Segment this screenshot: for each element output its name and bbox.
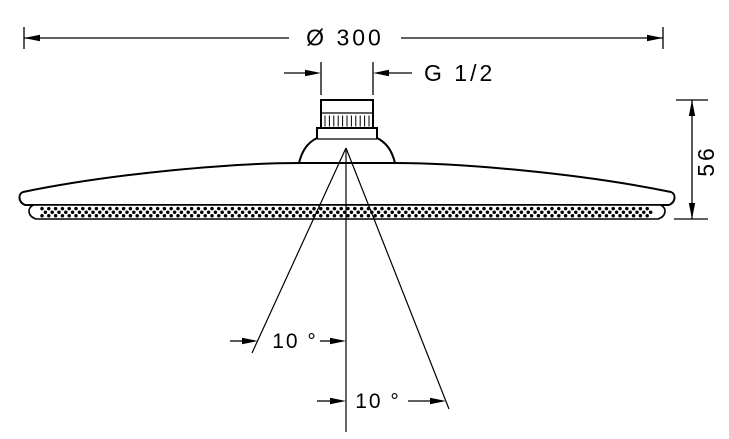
spray-nozzle-dots (40, 206, 653, 218)
spray-line-right (345, 147, 450, 410)
arrow-right-icon (647, 34, 663, 42)
arrow-left-icon (24, 34, 40, 42)
arrow-left-icon (373, 69, 389, 77)
lower-angle-label: 10 ° (355, 390, 401, 413)
diameter-dimension: Ø 300 (23, 25, 664, 51)
height-dimension: 56 (674, 99, 719, 220)
arrow-up-icon (688, 100, 696, 116)
arrow-right-icon (242, 337, 258, 345)
thread-hatch (324, 115, 370, 127)
upper-angle-label: 10 ° (272, 330, 318, 353)
thread-dimension: G 1/2 (284, 60, 495, 95)
arrow-right-icon (330, 337, 346, 345)
arrow-right-icon (330, 397, 346, 405)
shower-head-outline (18, 162, 676, 206)
arrow-right-icon (305, 69, 321, 77)
shower-head (18, 99, 676, 220)
diameter-label: Ø 300 (306, 25, 384, 51)
arrow-down-icon (688, 203, 696, 219)
arrow-right-icon (430, 397, 446, 405)
connector-skirt (297, 127, 397, 164)
height-label: 56 (693, 145, 719, 177)
spray-angle: 10 ° 10 ° (230, 147, 450, 432)
spray-line-left (251, 147, 347, 354)
thread-label: G 1/2 (424, 60, 495, 86)
